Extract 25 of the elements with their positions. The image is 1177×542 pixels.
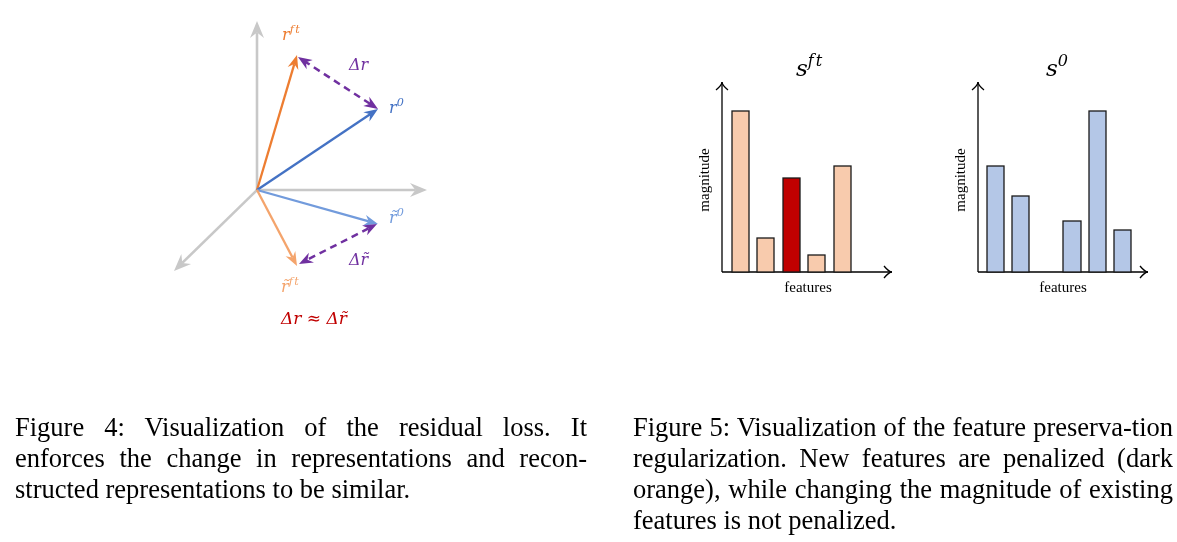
bar xyxy=(833,165,852,273)
bar xyxy=(1088,110,1107,273)
bar xyxy=(782,177,801,273)
bar xyxy=(756,237,775,273)
x-axis-label: features xyxy=(1039,279,1087,297)
chart-title: s$^{ft}$ xyxy=(795,55,825,82)
vector-label: r$^{0}$ xyxy=(389,99,406,118)
bar xyxy=(1062,220,1082,273)
figure-caption: Figure 5: Visualization of the feature preserva-tion regularization. New features are penalized (dark orange), while changing the magnitude of existing features is not penalized. xyxy=(633,412,1173,536)
bar xyxy=(986,165,1005,273)
difference-label: Δr̃ xyxy=(349,251,369,270)
chart-title: s$^{0}$ xyxy=(1046,55,1070,82)
bar xyxy=(731,110,750,273)
bar xyxy=(1113,229,1132,273)
vector-label: r$^{ft}$ xyxy=(282,26,301,45)
bar xyxy=(807,254,826,273)
vector-label: r̃$^{ft}$ xyxy=(281,278,300,297)
equation-label: Δr ≈ Δr̃ xyxy=(281,309,347,329)
bar xyxy=(1011,195,1030,273)
figure-caption: Figure 4: Visualization of the residual loss. It enforces the change in representations and recon-structed representations to be similar. xyxy=(15,412,587,505)
y-axis-label: magnitude xyxy=(696,148,714,212)
x-axis-label: features xyxy=(784,279,832,297)
difference-label: Δr xyxy=(349,56,369,75)
vector-label: r̃$^{0}$ xyxy=(389,209,406,228)
y-axis-label: magnitude xyxy=(952,148,970,212)
